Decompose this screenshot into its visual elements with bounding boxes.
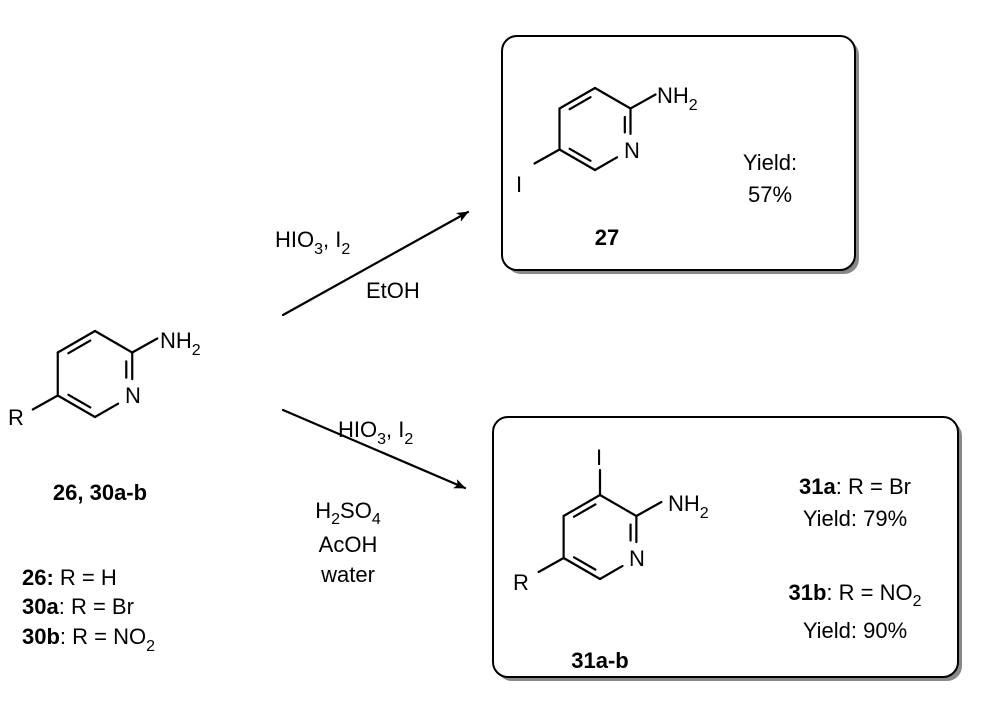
- sm-ring-bond: [93, 402, 120, 419]
- product-31-box: [492, 416, 962, 681]
- p27-ring-bond: [593, 86, 632, 110]
- p31a-result: 31a: R = Br: [799, 474, 911, 499]
- sm-ring-bond: [93, 329, 134, 354]
- sm-definition-30b: 30b: R = NO2: [22, 624, 155, 655]
- reaction-arrow-top: [281, 210, 470, 317]
- sm-double-bond: [67, 339, 92, 355]
- p31-iodine: I: [596, 445, 602, 470]
- p27-ring-bond: [558, 86, 597, 110]
- product-27-box: [501, 35, 859, 274]
- sm-double-bond: [67, 393, 92, 409]
- p31b-yield: Yield: 90%: [803, 618, 907, 643]
- p27-double-bond: [568, 96, 592, 111]
- sm-ring-bond: [56, 329, 97, 354]
- p27-substituent-bond: [533, 148, 561, 165]
- p27-ring-bond: [558, 148, 597, 172]
- sm-ring-nitrogen: N: [125, 383, 141, 408]
- p27-ring-bond: [593, 156, 619, 172]
- p31-ring-nitrogen: N: [629, 546, 645, 571]
- p31-substituent-bond: [537, 556, 565, 574]
- p27-yield-label: Yield:: [743, 150, 797, 175]
- p27-double-bond: [568, 147, 592, 162]
- p31-ring-bond: [598, 493, 638, 518]
- top-reagents: HIO3, I2: [275, 227, 350, 258]
- p27-amine-bond: [629, 93, 657, 110]
- bottom-acid: H2SO4: [315, 498, 381, 528]
- sm-compound-label: 26, 30a-b: [53, 480, 147, 505]
- bond-lines: [31, 86, 663, 581]
- p31-amine: NH2: [668, 491, 709, 522]
- bottom-cosolvent: AcOH: [319, 532, 378, 557]
- p27-amine: NH2: [657, 83, 698, 114]
- p27-ring-nitrogen: N: [624, 138, 640, 163]
- sm-amine: NH2: [160, 328, 201, 359]
- reaction-arrow-bottom: [281, 408, 467, 490]
- p31-amine-bond: [635, 500, 663, 518]
- p31-ring-bond: [598, 564, 624, 581]
- p31-compound-label: 31a-b: [571, 648, 628, 673]
- sm-definition-30a: 30a: R = Br: [22, 594, 134, 619]
- p31-ring-bond: [562, 556, 602, 581]
- p31-double-bond: [572, 556, 597, 571]
- sm-ring-bond: [56, 394, 97, 419]
- sm-amine-bond: [131, 337, 159, 354]
- p31-substituent-r: R: [513, 570, 529, 595]
- p27-yield-value: 57%: [748, 182, 792, 207]
- sm-substituent-bond: [31, 394, 59, 411]
- p31a-yield: Yield: 79%: [803, 506, 907, 531]
- p27-compound-label: 27: [595, 225, 619, 250]
- top-solvent: EtOH: [366, 278, 420, 303]
- p31b-result: 31b: R = NO2: [788, 580, 921, 610]
- p31-double-bond: [572, 503, 597, 518]
- sm-substituent-r: R: [8, 405, 24, 430]
- bottom-reagents: HIO3, I2: [338, 417, 413, 448]
- p31-ring-bond: [562, 493, 602, 518]
- bottom-water: water: [320, 562, 375, 587]
- sm-definition-26: 26: R = H: [22, 565, 117, 590]
- p27-iodine: I: [516, 172, 522, 197]
